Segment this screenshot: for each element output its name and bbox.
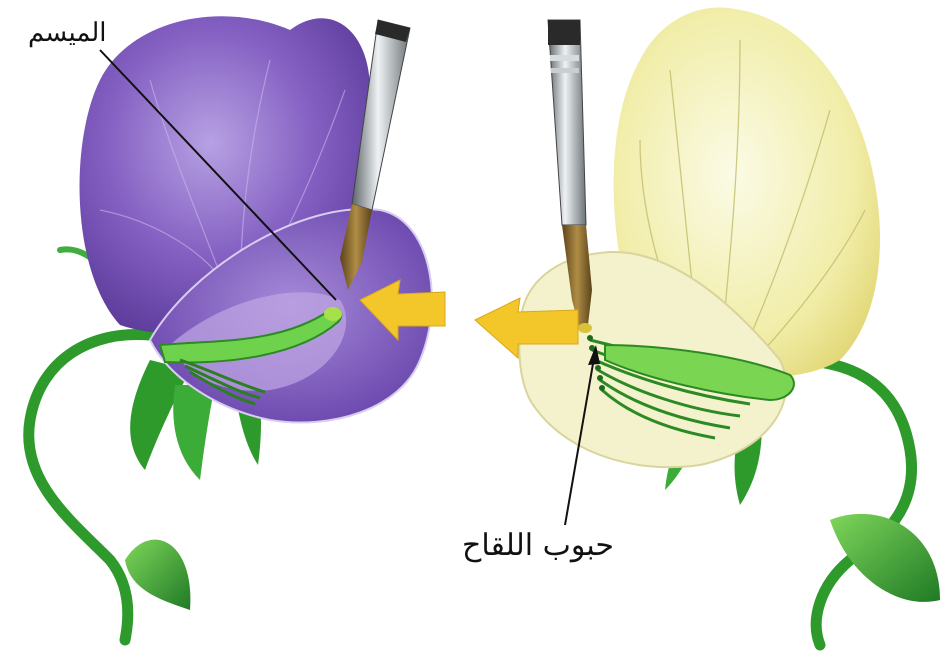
pollen-grains-label: حبوب اللقاح	[462, 528, 614, 563]
purple-flower-leaf-bottom	[125, 540, 190, 610]
stigma-label: الميسم	[28, 18, 107, 48]
purple-flower-stigma	[324, 307, 342, 321]
yellow-flower-stem	[790, 360, 912, 645]
purple-flower-stem	[29, 334, 150, 640]
purple-flower-sepal-2	[173, 385, 215, 480]
